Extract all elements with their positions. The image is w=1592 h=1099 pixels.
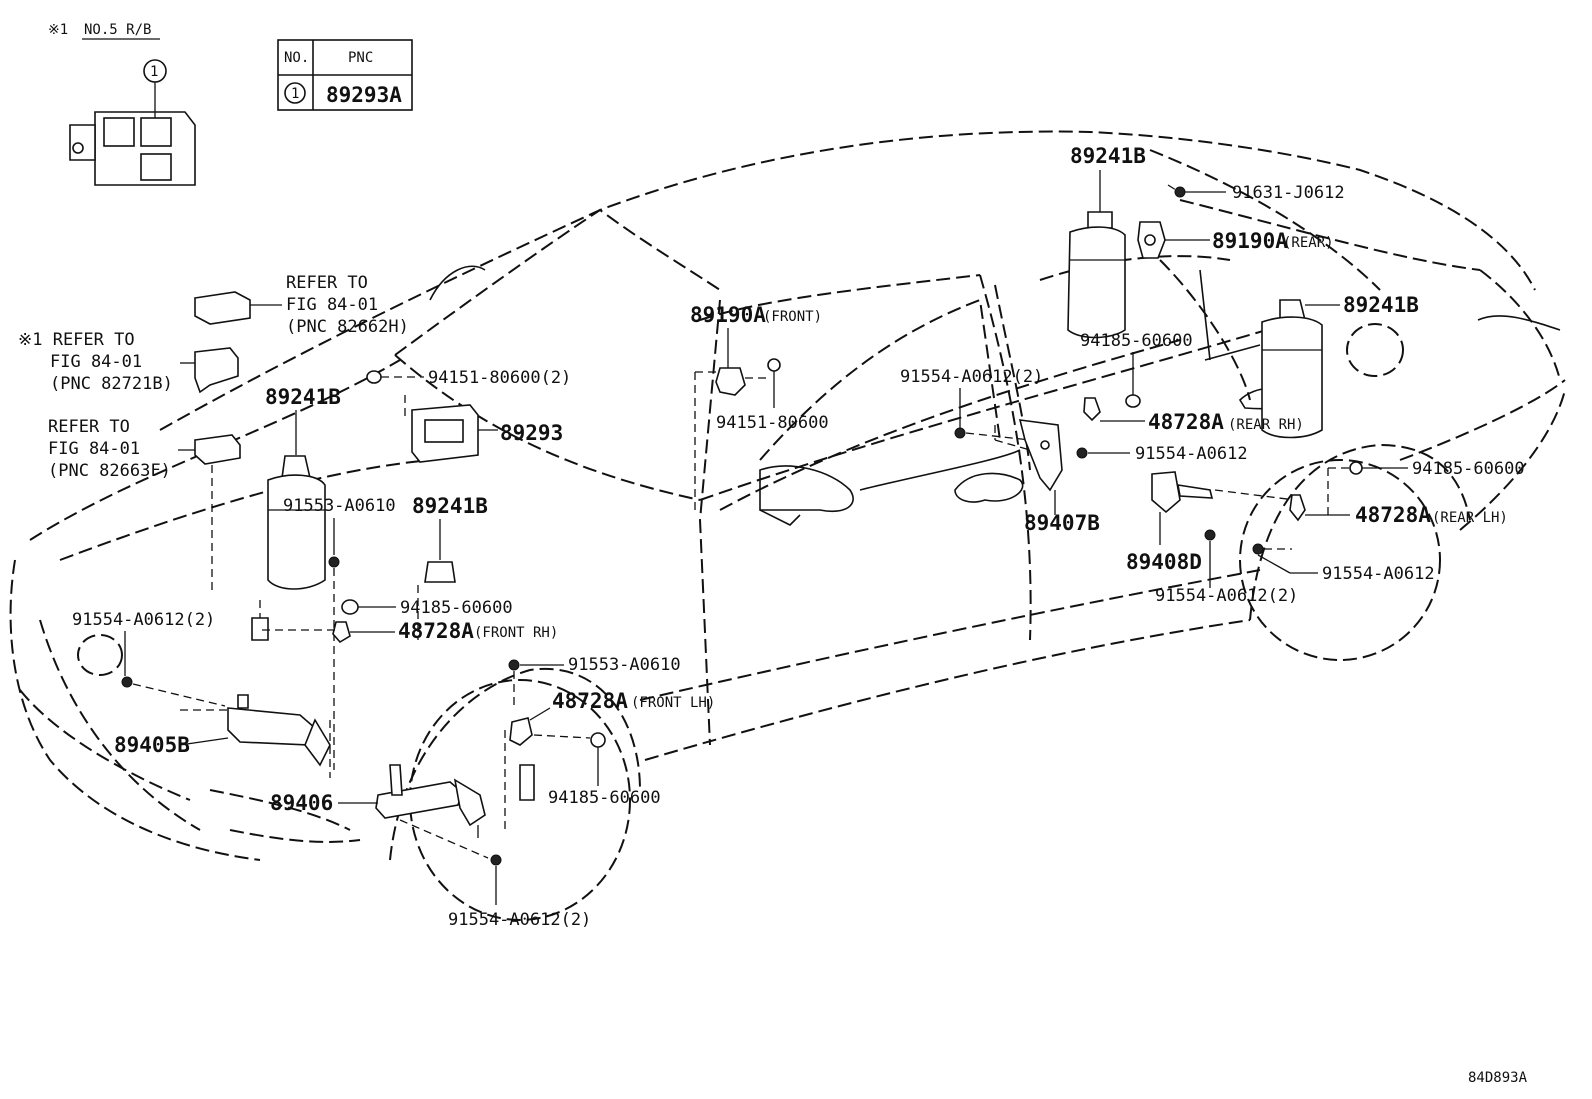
label-94185-flh: 94185-60600 [548,788,661,808]
link-front-lh-icon [504,707,591,830]
label-89190A-rear: 89190A [1212,229,1288,253]
label-rear-rh-note: (REAR RH) [1228,417,1304,433]
bracket-89406-icon [338,764,489,859]
pnc-col-no: NO. [284,50,309,66]
diagram-code: 84D893A [1468,1070,1528,1086]
label-rear-note: (REAR) [1283,235,1334,251]
refer-part-1 [194,291,282,325]
label-91554-f2: 91554-A0612(2) [72,610,215,630]
label-front-lh-note: (FRONT LH) [631,695,715,711]
car-body-outline [9,130,1566,921]
label-91554-rr: 91554-A0612 [1135,444,1248,464]
bolt-icon [954,427,966,439]
label-91631: 91631-J0612 [1232,183,1345,203]
bracket-89405B-icon [179,694,331,778]
bolt-icon [490,854,502,866]
bolt-icon [1174,186,1186,198]
refer1-line2: FIG 84-01 [286,295,378,315]
refer-part-3 [178,434,241,590]
label-48728A-frh: 48728A [398,619,474,643]
label-94185-rl: 94185-60600 [1412,459,1525,479]
nut-icon [341,599,359,615]
label-91553-flh: 91553-A0610 [568,655,681,675]
refer2-line3: (PNC 82721B) [50,374,173,394]
label-94185-rr: 94185-60600 [1080,331,1193,351]
bolt-icon [121,676,133,688]
air-spring-front-rh-icon [424,561,456,583]
refer2-line1: ※1 REFER TO [18,330,135,350]
bolt-icon [1252,543,1264,555]
label-89241B-fl: 89241B [265,385,341,409]
pnc-row-pnc: 89293A [326,83,402,107]
bolt-icon [508,659,520,671]
rb-label: NO.5 R/B [84,22,151,38]
height-sensor-rear-icon [1137,221,1210,259]
label-rear-lh-note: (REAR LH) [1432,510,1508,526]
height-sensor-rear-lh-icon [1151,471,1296,545]
label-front-note: (FRONT) [763,309,822,325]
callout-one: 1 [150,64,158,80]
refer1-line1: REFER TO [286,273,368,293]
label-91554-mid2: 91554-A0612(2) [900,367,1043,387]
label-94151-front: 94151-80600 [716,413,829,433]
label-89241B-rr: 89241B [1343,293,1419,317]
air-spring-rear-rh-icon [1067,211,1126,339]
nut-icon [366,370,382,384]
air-spring-front-lh-icon [259,455,326,630]
bracket-89407B-icon [994,419,1063,515]
nut-icon [767,358,781,372]
label-94151-2: 94151-80600(2) [428,368,571,388]
label-91553-fl: 91553-A0610 [283,496,396,516]
label-89293: 89293 [500,421,563,445]
link-rear-lh-icon [1289,494,1306,522]
refer3-line1: REFER TO [48,417,130,437]
air-spring-rear-lh-icon [1261,299,1340,439]
label-91554-rl2: 91554-A0612(2) [1155,586,1298,606]
label-89190A-front: 89190A [690,303,766,327]
refer3-line3: (PNC 82663F) [48,461,171,481]
sensor-rod-icon [251,617,269,641]
bolt-icon [328,556,340,568]
height-sensor-front-icon [694,367,770,510]
label-91554-rl: 91554-A0612 [1322,564,1435,584]
pnc-col-pnc: PNC [348,50,373,66]
label-48728A-rlh: 48728A [1355,503,1431,527]
bolt-icon [1076,447,1088,459]
relay-block-icon [69,59,196,186]
refer-part-2 [180,347,239,394]
refer2-line2: FIG 84-01 [50,352,142,372]
link-front-rh-icon [332,621,351,644]
car-detail-lines [429,265,1561,526]
label-94185-fr: 94185-60600 [400,598,513,618]
bolt-icon [1204,529,1216,541]
nut-icon [590,732,606,748]
label-91554-bot: 91554-A0612(2) [448,910,591,930]
ecu-89293-icon [404,395,498,463]
pnc-table [277,39,413,111]
label-89405B: 89405B [114,733,190,757]
nut-icon [1349,461,1363,475]
label-89406: 89406 [270,791,333,815]
note-mark: ※1 [48,22,68,38]
label-48728A-flh: 48728A [552,689,628,713]
label-48728A-rrh: 48728A [1148,410,1224,434]
pnc-row-no: 1 [291,86,299,102]
label-front-rh-note: (FRONT RH) [474,625,558,641]
link-rear-rh-icon [1083,397,1145,422]
label-89408D: 89408D [1126,550,1202,574]
nut-icon [1125,394,1141,408]
refer3-line2: FIG 84-01 [48,439,140,459]
refer1-line3: (PNC 82662H) [286,317,409,337]
label-89241B-top: 89241B [1070,144,1146,168]
label-89241B-fr: 89241B [412,494,488,518]
label-89407B: 89407B [1024,511,1100,535]
